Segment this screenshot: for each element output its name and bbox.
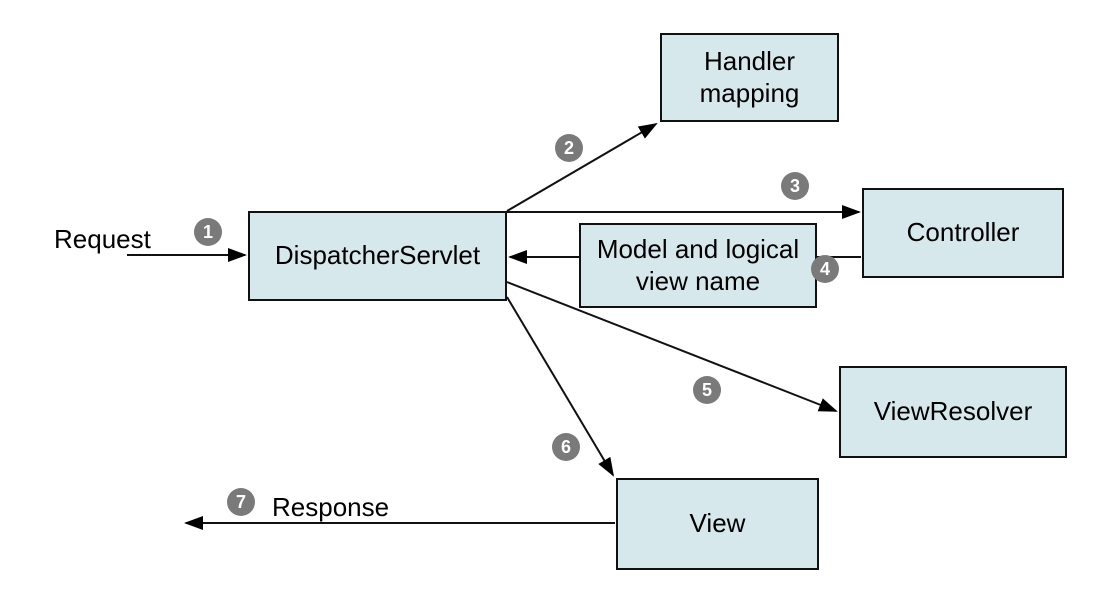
- step-badge-3: 3: [781, 172, 809, 200]
- step-badge-2: 2: [555, 134, 583, 162]
- arrow-step-6: [506, 296, 615, 477]
- step-badge-5: 5: [693, 376, 721, 404]
- request-label: Request: [54, 224, 151, 254]
- arrow-step-5: [506, 281, 838, 412]
- node-label: ViewResolver: [873, 396, 1033, 427]
- node-controller: Controller: [862, 188, 1064, 278]
- node-label: view name: [635, 265, 761, 296]
- step-badge-4: 4: [811, 255, 839, 283]
- node-label: View: [689, 508, 746, 539]
- response-label: Response: [272, 492, 390, 522]
- step-badge-6: 6: [552, 433, 580, 461]
- node-dispatcher-servlet: DispatcherServlet: [248, 211, 507, 301]
- node-label: DispatcherServlet: [274, 240, 481, 271]
- node-view: View: [616, 478, 819, 570]
- arrow-step-2: [506, 122, 658, 212]
- arrow-lines-group: [127, 122, 861, 530]
- node-view-resolver: ViewResolver: [839, 366, 1067, 458]
- node-label: mapping: [699, 77, 800, 108]
- step-badge-7: 7: [227, 488, 255, 516]
- step-badge-1: 1: [194, 218, 222, 246]
- node-label: Handler: [703, 45, 796, 76]
- node-label: Model and logical: [596, 233, 800, 264]
- node-label: Controller: [906, 217, 1020, 248]
